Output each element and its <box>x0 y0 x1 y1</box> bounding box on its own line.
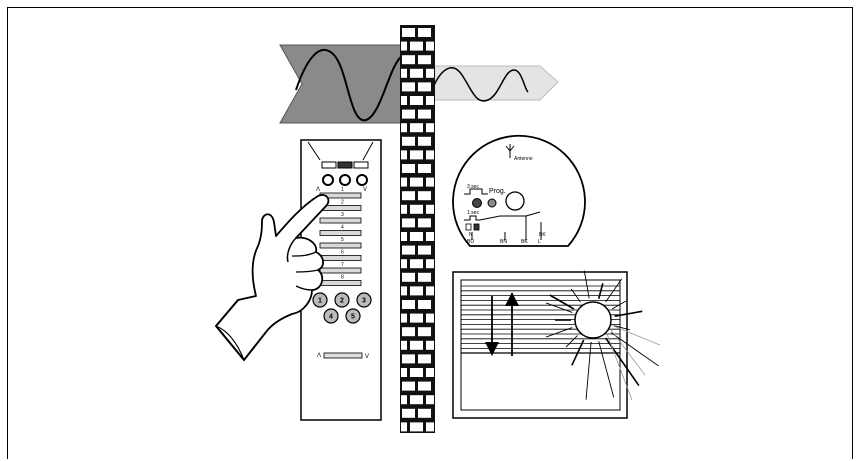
group-button[interactable] <box>356 292 372 308</box>
channel-button[interactable] <box>319 280 362 286</box>
group-button[interactable] <box>323 308 339 324</box>
antenna-label: Antenne <box>514 156 533 162</box>
group-button[interactable] <box>345 308 361 324</box>
status-led <box>487 198 497 208</box>
receiver-body <box>452 134 586 247</box>
channel-label: 8 <box>341 275 344 281</box>
prog-label: Prog. <box>489 188 506 195</box>
terminal-bn: BN <box>500 239 507 245</box>
group-button[interactable] <box>312 292 328 308</box>
group-button-label: 5 <box>351 314 355 321</box>
terminal-bk-2: L <box>538 239 541 245</box>
channel-list: 1 2 3 4 5 6 7 8 Λ V <box>316 187 367 286</box>
terminal-bk-1: BK <box>521 239 528 245</box>
side-timing-label: 1 sec <box>467 210 479 216</box>
channel-label: 3 <box>341 212 344 218</box>
rotary-knob[interactable] <box>505 191 525 211</box>
group-button-label: 2 <box>340 298 344 305</box>
terminal-bu: BU <box>467 239 474 245</box>
channel-button[interactable] <box>319 255 362 261</box>
terminal-n: N <box>469 232 473 238</box>
all-channels-bar[interactable] <box>323 352 363 359</box>
group-button-cluster: 1 2 3 4 5 <box>312 292 372 324</box>
window-pane <box>460 279 621 411</box>
group-button-label: 4 <box>329 314 333 321</box>
channel-label: 7 <box>341 262 344 268</box>
arrow-up-label: Λ <box>317 353 321 359</box>
channel-button[interactable] <box>319 217 362 224</box>
sun-icon <box>545 270 661 401</box>
channel-button[interactable] <box>319 267 362 274</box>
led-display-3 <box>353 161 369 169</box>
mode-button-2[interactable] <box>339 174 351 186</box>
channel-down-label: V <box>363 187 367 193</box>
radio-wave-arrow-icon <box>279 44 559 124</box>
group-button-label: 1 <box>318 298 322 305</box>
weak-wave <box>431 67 529 102</box>
group-button[interactable] <box>334 292 350 308</box>
blind-down-arrow-icon <box>485 296 499 356</box>
led-display-2 <box>337 161 353 169</box>
group-button-label: 3 <box>362 298 366 305</box>
channel-label: 2 <box>341 200 344 206</box>
channel-label: 1 <box>341 187 344 193</box>
channel-up-label: Λ <box>316 187 320 193</box>
channel-label: 5 <box>341 237 344 243</box>
terminal-l: BK <box>539 232 546 238</box>
prog-button[interactable] <box>472 198 482 208</box>
channel-label: 6 <box>341 250 344 256</box>
window-blind-sun-icon <box>452 270 661 419</box>
channel-button[interactable] <box>319 242 362 249</box>
receiver-module-icon: Antenne 3 sec Prog. 1 sec N BU BN BK BK … <box>452 134 586 247</box>
channel-button[interactable] <box>319 230 362 236</box>
channel-label: 4 <box>341 225 344 231</box>
mode-button-1[interactable] <box>322 174 334 186</box>
arrow-down-label: V <box>365 354 369 360</box>
diagram-frame <box>7 7 853 459</box>
brick-wall-icon <box>400 25 435 433</box>
hand-pointer-icon <box>214 194 330 362</box>
blind-up-arrow-icon <box>505 292 519 356</box>
top-timing-label: 3 sec <box>467 184 479 190</box>
mode-button-3[interactable] <box>356 174 368 186</box>
led-display-1 <box>321 161 337 169</box>
